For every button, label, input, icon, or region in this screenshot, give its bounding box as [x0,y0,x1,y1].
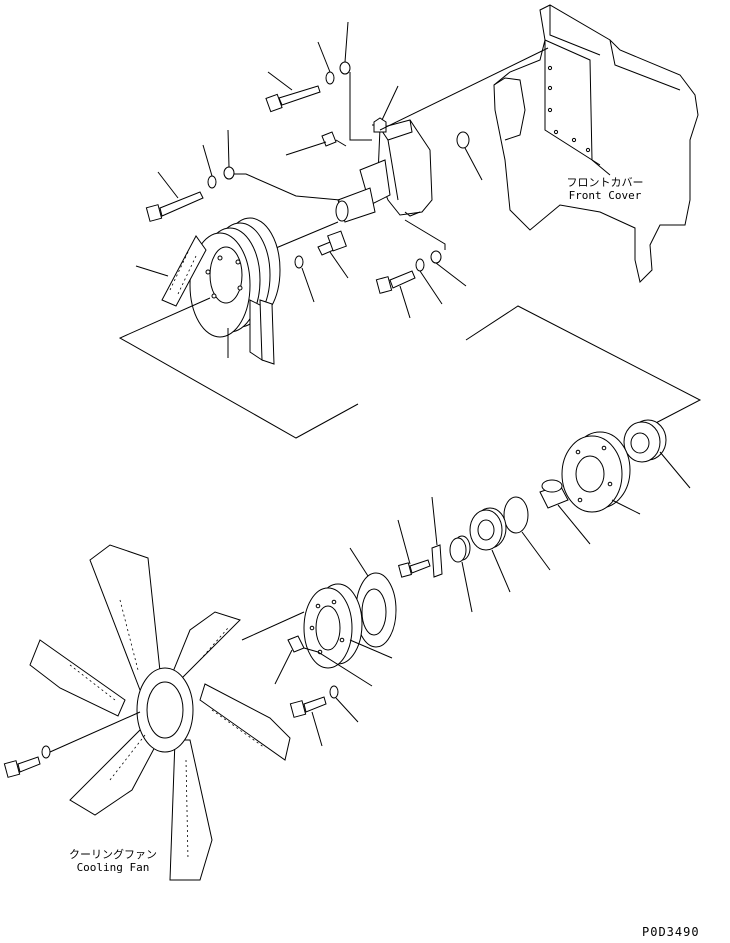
front-cover-label-en: Front Cover [568,189,642,202]
snap-ring [503,496,529,534]
lower-flat-washer [430,250,442,264]
upper-flat-washer [339,61,351,75]
lock-plate [431,544,443,578]
fan-bolt [3,756,41,778]
upper-bolt [265,85,321,113]
center-washer [294,255,304,269]
lower-bolt [375,270,416,294]
bearing-right [623,419,667,463]
center-bolt [317,230,347,256]
left-flat-washer [223,166,235,180]
lower-lock-washer [415,258,425,272]
hub-housing [561,431,631,513]
spacer-sleeve [539,479,569,509]
cooling-fan-label-jp: クーリングファン [69,848,157,861]
fan-mount-washer [329,685,339,699]
fan-bracket [335,117,433,223]
plug [456,131,470,149]
front-cover-label: フロントカバー Front Cover [555,176,655,202]
fan-hub [303,583,363,669]
oil-seal [449,535,471,563]
cover-bolt-holes [547,65,591,153]
fan-pulley [189,217,281,338]
cooling-fan [29,544,291,881]
grease-fitting [321,131,347,147]
gasket [355,572,397,648]
v-belts [161,235,275,365]
left-bolt [145,191,204,222]
front-cover [493,4,699,283]
cooling-fan-label: クーリングファン Cooling Fan [58,848,168,874]
fan-mount-bolt [289,696,327,718]
upper-lock-washer [325,71,335,85]
fan-washer [41,745,51,759]
bracket-to-cover-line [379,47,549,131]
hub-nut [287,635,305,653]
drawing-number: P0D3490 [642,925,700,939]
bearing-left [469,507,507,551]
front-cover-leader [591,159,611,176]
cooling-fan-label-en: Cooling Fan [76,861,150,874]
front-cover-label-jp: フロントカバー [566,176,644,189]
hub-bolt [398,559,431,578]
left-lock-washer [207,175,217,189]
